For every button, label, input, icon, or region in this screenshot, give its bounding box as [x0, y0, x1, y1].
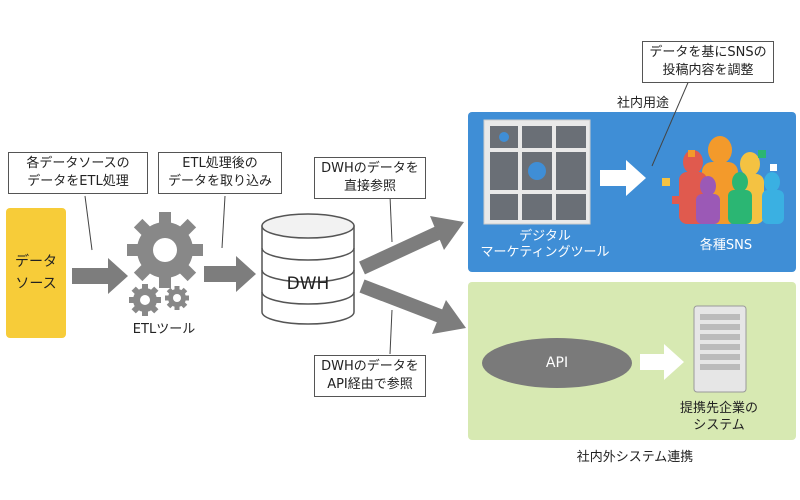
callout-sns-adjust: データを基にSNSの 投稿内容を調整	[642, 41, 774, 83]
callout-dwh-api: DWHのデータを API経由で参照	[314, 355, 426, 397]
etl-tool-label: ETLツール	[132, 322, 196, 337]
partner-system-label: 提携先企業の システム	[679, 401, 758, 433]
arrow-api-to-partner	[640, 344, 684, 380]
dashboard-label: デジタル マーケティングツール	[480, 229, 610, 260]
callout-pointer-etl-process	[84, 195, 93, 251]
api-node: API	[482, 338, 632, 388]
callout-dwh-direct: DWHのデータを 直接参照	[314, 157, 426, 199]
small-gear-icon	[129, 284, 161, 316]
internal-use-title: 社内用途	[616, 96, 669, 111]
arrow-dwh-to-internal	[359, 216, 464, 275]
sns-users-icon	[662, 136, 784, 224]
dashboard-icon	[483, 119, 591, 225]
callout-pointer-etl-load	[221, 195, 226, 249]
arrow-source-to-etl	[72, 258, 128, 294]
callout-pointer-dwh-direct	[389, 195, 393, 243]
data-source-box: データ ソース	[6, 208, 66, 338]
data-source-label: データ ソース	[15, 254, 57, 292]
arrow-etl-to-dwh	[204, 256, 256, 292]
gear-icon	[127, 212, 203, 288]
sns-label: 各種SNS	[699, 238, 753, 253]
callout-pointer-dwh-api	[389, 309, 393, 355]
arrow-dwh-to-external	[359, 279, 466, 334]
small-gear-icon-2	[165, 286, 189, 310]
server-icon	[693, 305, 747, 393]
api-label: API	[545, 355, 569, 371]
database-icon	[261, 213, 355, 325]
callout-etl-load: ETL処理後の データを取り込み	[158, 152, 282, 194]
external-integration-title: 社内外システム連携	[576, 450, 694, 465]
arrow-dashboard-to-sns	[600, 160, 646, 196]
callout-pointer-sns	[651, 77, 691, 167]
callout-etl-process: 各データソースの データをETL処理	[8, 152, 148, 194]
dwh-label: DWH	[286, 274, 330, 294]
